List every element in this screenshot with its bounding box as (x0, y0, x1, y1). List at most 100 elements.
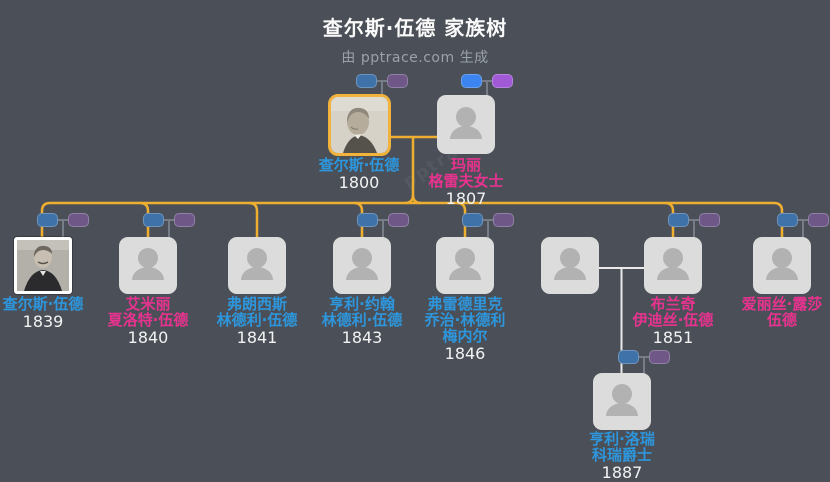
pill-connector (798, 219, 808, 221)
person-year: 1840 (127, 328, 169, 347)
pill-connector (689, 219, 699, 221)
drop-blanche (664, 201, 675, 237)
female-pill-icon[interactable] (174, 213, 195, 227)
person-label-emily: 艾米丽 夏洛特·伍德 1840 (86, 296, 210, 347)
person-name: 玛丽 (450, 156, 481, 174)
person-icon (449, 248, 481, 280)
male-pill-icon[interactable] (356, 74, 377, 88)
portrait-photo (331, 97, 388, 153)
person-name: 查尔斯·伍德 (318, 156, 400, 174)
drop-francis (248, 201, 259, 237)
descent-lines (40, 135, 784, 237)
drop-frederick (456, 201, 467, 237)
pill-connector-stub (643, 357, 645, 383)
person-name: 伊迪丝·伍德 (632, 311, 714, 329)
person-icon (346, 248, 378, 280)
person-name: 夏洛特·伍德 (107, 311, 189, 329)
person-name: 乔治·林德利 (424, 311, 506, 329)
person-name: 查尔斯·伍德 (2, 295, 84, 313)
person-card-francis[interactable] (228, 237, 286, 294)
male-pill-icon[interactable] (143, 213, 164, 227)
person-year: 1846 (444, 344, 486, 363)
pill-connector (164, 219, 174, 221)
female-pill-icon[interactable] (387, 74, 408, 88)
person-year: 1851 (652, 328, 694, 347)
male-pill-icon[interactable] (462, 213, 483, 227)
pill-connector-stub (382, 220, 384, 246)
person-name: 亨利·约翰 (329, 295, 395, 313)
person-year: 1800 (338, 173, 380, 192)
person-icon (554, 248, 586, 280)
person-icon (606, 384, 638, 416)
person-name: 爱丽丝·露莎 (741, 295, 823, 313)
male-pill-icon[interactable] (777, 213, 798, 227)
female-pill-icon[interactable] (493, 213, 514, 227)
pill-connector-stub (168, 220, 170, 246)
portrait-photo (17, 240, 69, 291)
header: 查尔斯·伍德 家族树 由 pptrace.com 生成 (0, 0, 830, 67)
page-title: 查尔斯·伍德 家族树 (322, 16, 508, 40)
person-card-henry-john[interactable] (333, 237, 391, 294)
person-card-alice[interactable] (753, 237, 811, 294)
person-label-alice: 爱丽丝·露莎 伍德 (720, 296, 830, 328)
collapsed-parents-charles-sr (356, 74, 408, 107)
pill-connector (639, 356, 649, 358)
collapsed-family-alice (777, 213, 829, 246)
pill-connector-stub (487, 220, 489, 246)
person-name: 亨利·洛瑞 (589, 430, 655, 448)
male-pill-icon[interactable] (37, 213, 58, 227)
person-year: 1843 (341, 328, 383, 347)
male-pill-icon[interactable] (668, 213, 689, 227)
pill-connector (483, 219, 493, 221)
female-pill-icon[interactable] (492, 74, 513, 88)
person-name: 林德利·伍德 (216, 311, 298, 329)
person-card-frederick[interactable] (436, 237, 494, 294)
pill-connector-stub (62, 220, 64, 246)
person-label-mary: 玛丽 格雷夫女士 1807 (404, 157, 528, 208)
collapsed-family-emily (143, 213, 195, 246)
person-name: 弗朗西斯 (226, 295, 287, 313)
person-label-charles-jr: 查尔斯·伍德 1839 (0, 296, 105, 331)
pill-connector (58, 219, 68, 221)
drop-emily (139, 201, 150, 237)
person-name: 伍德 (766, 311, 797, 329)
pill-connector-stub (693, 220, 695, 246)
person-year: 1841 (236, 328, 278, 347)
female-pill-icon[interactable] (808, 213, 829, 227)
female-pill-icon[interactable] (388, 213, 409, 227)
collapsed-parents-mary (461, 74, 513, 107)
person-name: 弗雷德里克 (427, 295, 503, 313)
person-icon (132, 248, 164, 280)
person-name: 科瑞爵士 (591, 446, 652, 464)
person-name: 林德利·伍德 (321, 311, 403, 329)
person-card-emily[interactable] (119, 237, 177, 294)
person-label-henry-lowry: 亨利·洛瑞 科瑞爵士 1887 (560, 431, 684, 482)
female-pill-icon[interactable] (649, 350, 670, 364)
children-bus (40, 201, 784, 237)
pill-connector (378, 219, 388, 221)
person-icon (657, 248, 689, 280)
person-label-charles-sr: 查尔斯·伍德 1800 (297, 157, 421, 192)
collapsed-family-frederick (462, 213, 514, 246)
person-card-unknown-spouse[interactable] (541, 237, 599, 294)
person-card-blanche[interactable] (644, 237, 702, 294)
person-label-frederick: 弗雷德里克 乔治·林德利 梅内尔 1846 (403, 296, 527, 363)
person-card-henry-lowry[interactable] (593, 373, 651, 430)
person-label-blanche: 布兰奇 伊迪丝·伍德 1851 (611, 296, 735, 347)
person-year: 1807 (445, 189, 487, 208)
female-pill-icon[interactable] (699, 213, 720, 227)
female-pill-icon[interactable] (68, 213, 89, 227)
person-icon (450, 107, 482, 139)
person-card-charles-jr[interactable] (14, 237, 72, 294)
person-card-charles-sr[interactable] (328, 94, 391, 156)
person-name: 格雷夫女士 (428, 172, 504, 190)
male-pill-icon[interactable] (357, 213, 378, 227)
pill-connector-stub (802, 220, 804, 246)
collapsed-family-henry-john (357, 213, 409, 246)
male-pill-icon[interactable] (461, 74, 482, 88)
person-card-mary[interactable] (437, 95, 495, 154)
pill-connector-stub (486, 81, 488, 107)
collapsed-family-henry-lowry (618, 350, 670, 383)
male-pill-icon[interactable] (618, 350, 639, 364)
